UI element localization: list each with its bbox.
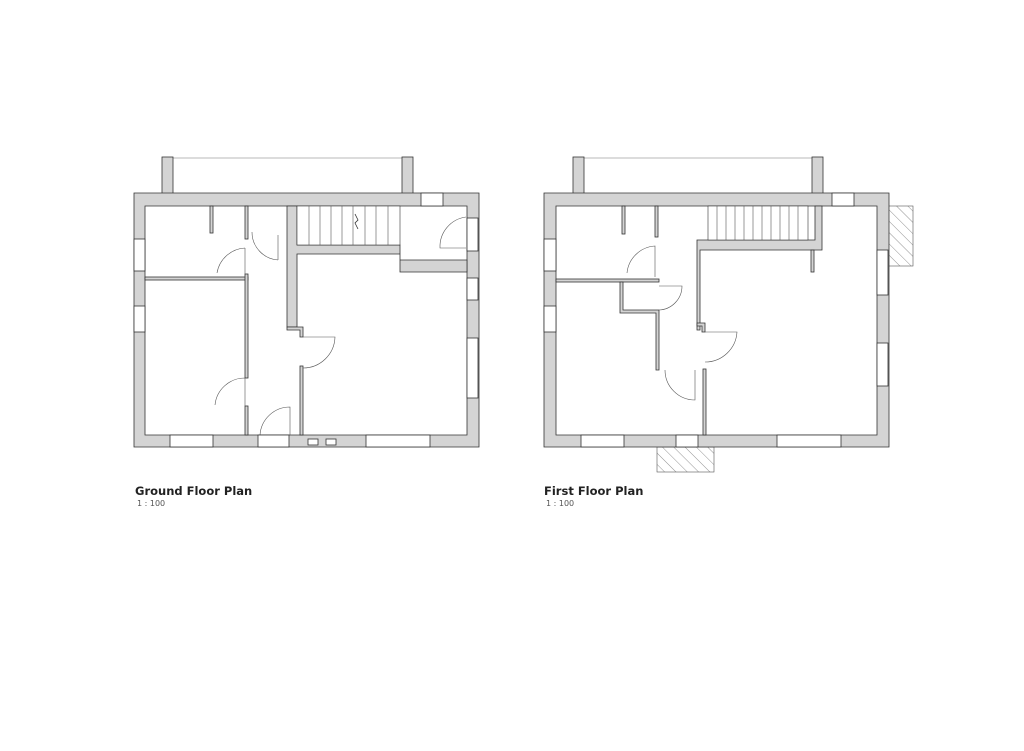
partition-wall xyxy=(555,278,660,283)
partition-wall xyxy=(244,405,249,436)
ground-floor-plan xyxy=(133,156,480,448)
window xyxy=(543,305,557,333)
window xyxy=(776,434,842,448)
plan-scale: 1 : 100 xyxy=(137,499,166,508)
plan-title: First Floor Plan xyxy=(544,484,644,498)
window xyxy=(466,337,479,399)
door-swing xyxy=(664,369,696,401)
staircase xyxy=(296,205,401,246)
door-swing xyxy=(259,406,291,436)
window xyxy=(169,434,214,448)
first-floor-plan xyxy=(543,156,914,473)
door-opening xyxy=(466,217,479,252)
partition-wall xyxy=(654,205,659,238)
partition-wall xyxy=(621,205,626,235)
projection-pillar-left xyxy=(572,156,585,195)
window xyxy=(365,434,431,448)
door-swing xyxy=(704,331,738,363)
window xyxy=(543,238,557,272)
partition-nib xyxy=(696,322,706,333)
door-swing xyxy=(302,336,336,369)
partition-wall xyxy=(244,205,249,240)
projection-pillar-right xyxy=(811,156,824,195)
partition-wall xyxy=(244,273,249,379)
partition-wall xyxy=(299,365,304,436)
plan-title: Ground Floor Plan xyxy=(135,484,253,498)
door-swing xyxy=(626,245,656,277)
partition-wall xyxy=(209,205,214,234)
partition-wall xyxy=(810,249,815,273)
window xyxy=(831,192,855,207)
staircase xyxy=(707,205,809,241)
window xyxy=(876,342,889,387)
stair-break-line xyxy=(354,213,359,230)
window xyxy=(580,434,625,448)
partition-wall xyxy=(619,281,660,371)
plan-scale: 1 : 100 xyxy=(546,499,575,508)
window xyxy=(876,249,889,296)
stair-enclosure-wall xyxy=(696,205,823,331)
hatched-roof-area xyxy=(656,446,715,473)
partition-wall xyxy=(144,276,249,281)
window xyxy=(675,434,699,448)
window xyxy=(420,192,444,207)
door-swing xyxy=(439,216,467,249)
window xyxy=(466,277,479,301)
window xyxy=(133,305,146,333)
vent xyxy=(325,438,337,446)
partition-nib xyxy=(286,326,304,338)
projection-pillar-right xyxy=(401,156,414,195)
door-swing xyxy=(658,285,683,311)
door-swing xyxy=(214,377,246,406)
window xyxy=(133,238,146,272)
hatched-roof-area xyxy=(887,205,914,267)
door-opening xyxy=(257,434,290,448)
partition-wall xyxy=(702,368,707,436)
projection-pillar-left xyxy=(161,156,174,195)
door-swing xyxy=(251,231,279,261)
door-swing xyxy=(216,247,246,278)
vent xyxy=(307,438,319,446)
